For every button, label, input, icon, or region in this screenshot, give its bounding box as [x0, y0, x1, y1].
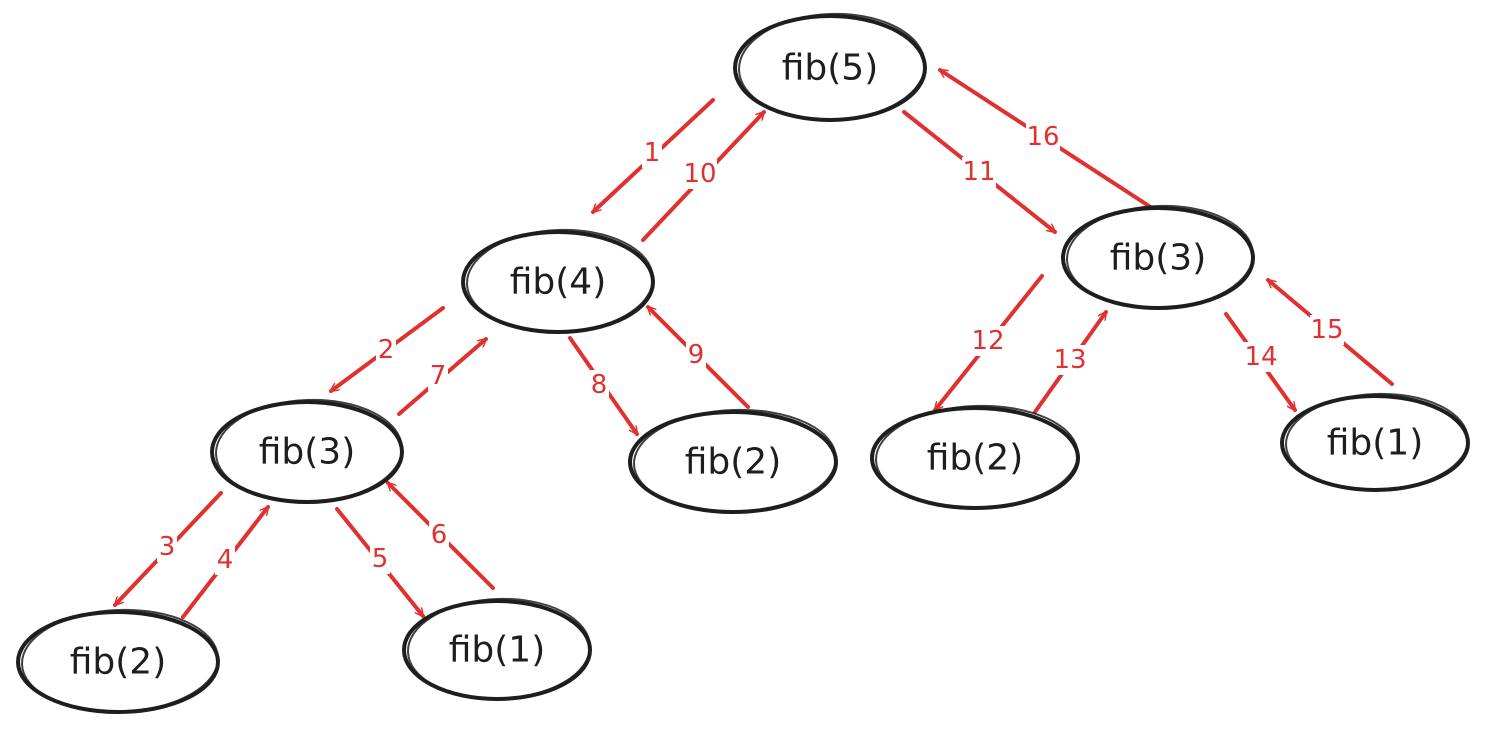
tree-node-n7: fib(1): [1280, 392, 1470, 492]
edge-label-bg: [370, 544, 390, 574]
node-ellipse-sketch: [1066, 204, 1254, 310]
step-label-9: 9: [688, 340, 705, 370]
step-label-7: 7: [430, 361, 447, 391]
tree-node-n2: fib(4): [461, 228, 655, 334]
node-label: fib(2): [927, 438, 1024, 479]
node-ellipse-sketch: [875, 404, 1079, 510]
node-label: fib(3): [1110, 238, 1207, 279]
step-label-5: 5: [372, 544, 389, 574]
node-label: fib(4): [510, 262, 607, 303]
step-label-12: 12: [971, 326, 1004, 356]
edge-label-bg: [1310, 315, 1344, 345]
tree-node-n5: fib(2): [628, 408, 838, 514]
step-label-2: 2: [378, 335, 395, 365]
node-label: fib(1): [449, 630, 546, 671]
node-label: fib(2): [685, 442, 782, 483]
edge-label-bg: [589, 370, 609, 400]
edge-label-bg: [428, 361, 448, 391]
node-label: fib(1): [1327, 423, 1424, 464]
step-label-8: 8: [591, 370, 608, 400]
step-label-11: 11: [962, 157, 995, 187]
step-label-16: 16: [1026, 122, 1059, 152]
tree-node-n3: fib(3): [1061, 204, 1255, 310]
edge-label-bg: [1244, 342, 1278, 372]
step-label-4: 4: [217, 545, 234, 575]
node-ellipse-sketch: [738, 12, 926, 121]
nodes-layer: fib(5) fib(4) fib(3) fib(3) fib(2) fib(2) fib(…: [16, 12, 1470, 714]
edge-label-bg: [962, 157, 996, 187]
tree-node-n8: fib(2): [16, 608, 220, 714]
step-label-14: 14: [1244, 342, 1277, 372]
edge-label-bg: [642, 138, 662, 168]
step-label-1: 1: [644, 138, 661, 168]
edge-label-bg: [157, 532, 177, 562]
node-label: fib(2): [70, 642, 167, 683]
node-ellipse-sketch: [21, 608, 219, 714]
step-label-15: 15: [1310, 315, 1343, 345]
node-ellipse-sketch: [466, 228, 654, 334]
node-ellipse-sketch: [215, 398, 403, 504]
tree-node-n4: fib(3): [210, 398, 404, 504]
edge-label-bg: [215, 545, 235, 575]
node-ellipse-sketch: [633, 408, 837, 514]
node-ellipse-sketch: [1285, 392, 1469, 492]
edge-label-bg: [429, 520, 449, 550]
step-label-6: 6: [431, 520, 448, 550]
tree-node-n1: fib(5): [733, 12, 927, 122]
step-label-10: 10: [683, 159, 716, 189]
edge-label-bg: [1026, 122, 1060, 152]
step-label-13: 13: [1053, 345, 1086, 375]
tree-node-n9: fib(1): [402, 597, 592, 701]
step-label-3: 3: [159, 532, 176, 562]
edge-label-bg: [683, 159, 717, 189]
edges-layer: [113, 68, 1394, 619]
tree-node-n6: fib(2): [870, 404, 1080, 510]
node-label: fib(5): [782, 48, 879, 89]
edge-label-bg: [686, 340, 706, 370]
node-label: fib(3): [259, 432, 356, 473]
edge-label-bg: [376, 335, 396, 365]
node-ellipse-sketch: [407, 597, 591, 701]
edge-label-bg: [971, 326, 1005, 356]
edge-label-bg: [1053, 345, 1087, 375]
